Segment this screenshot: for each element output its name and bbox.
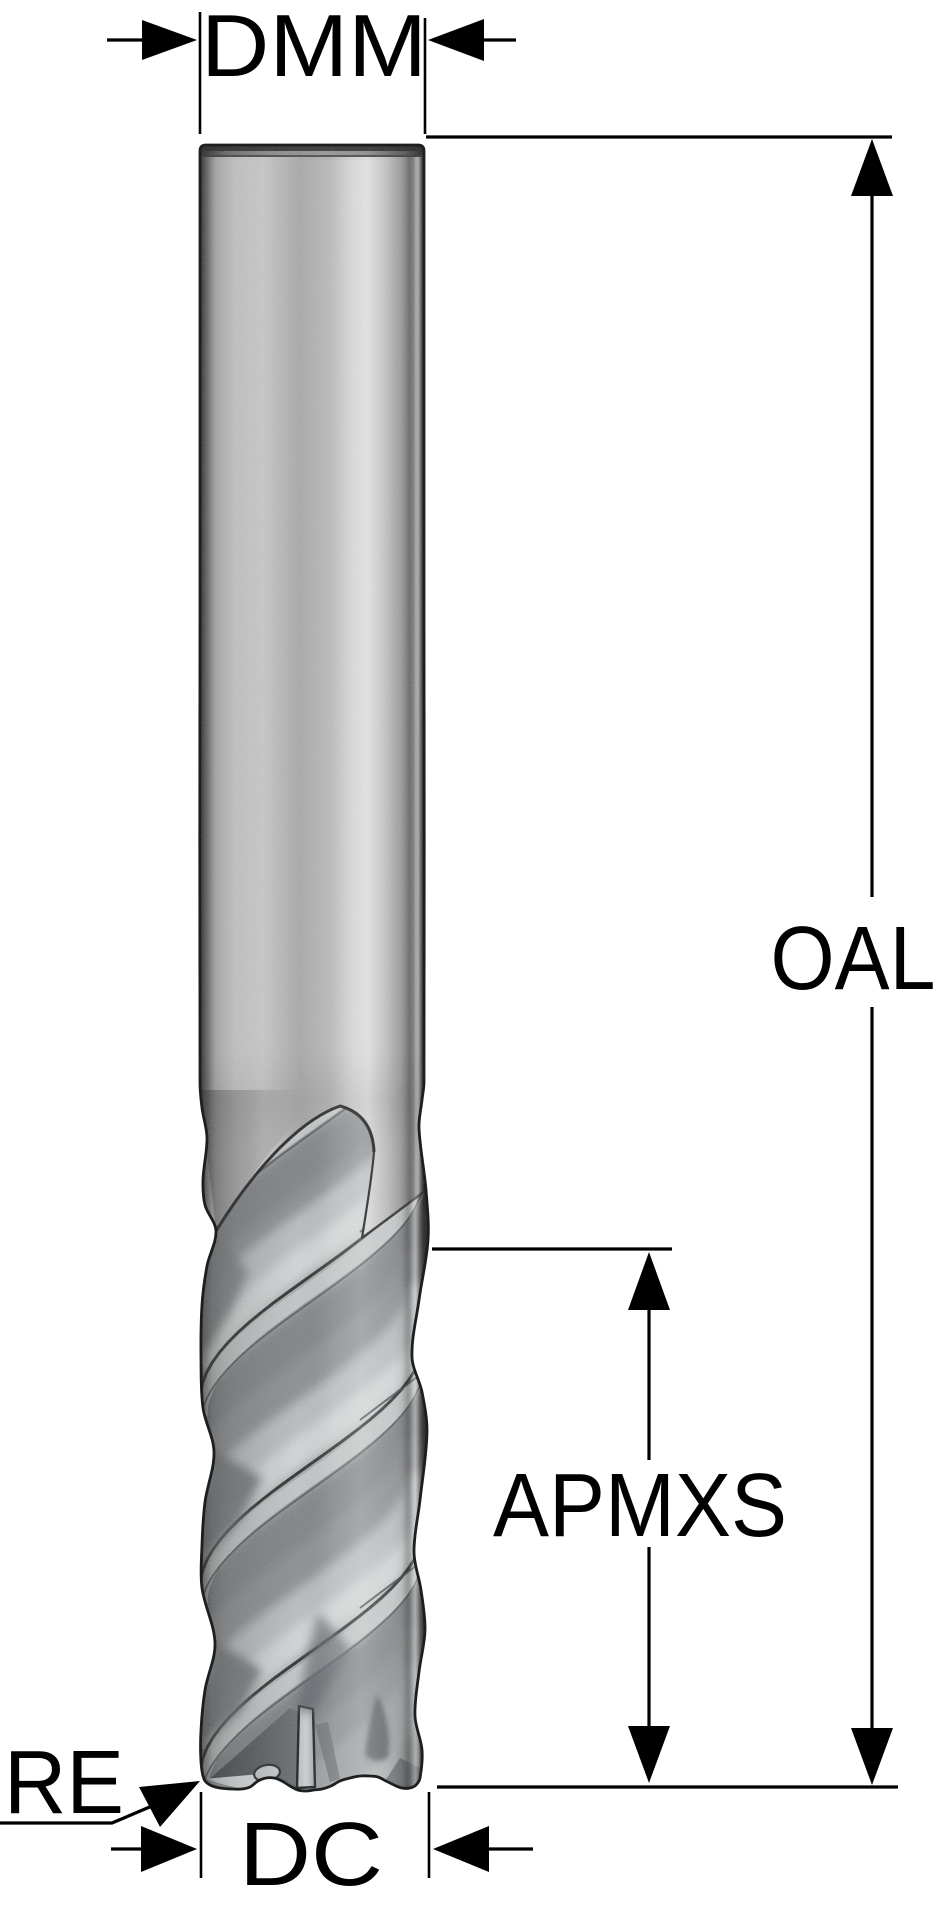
- svg-text:APMXS: APMXS: [493, 1456, 787, 1556]
- svg-text:DC: DC: [239, 1805, 383, 1905]
- svg-text:OAL: OAL: [771, 909, 936, 1009]
- svg-text:RE: RE: [4, 1733, 124, 1833]
- svg-text:DMM: DMM: [201, 0, 427, 95]
